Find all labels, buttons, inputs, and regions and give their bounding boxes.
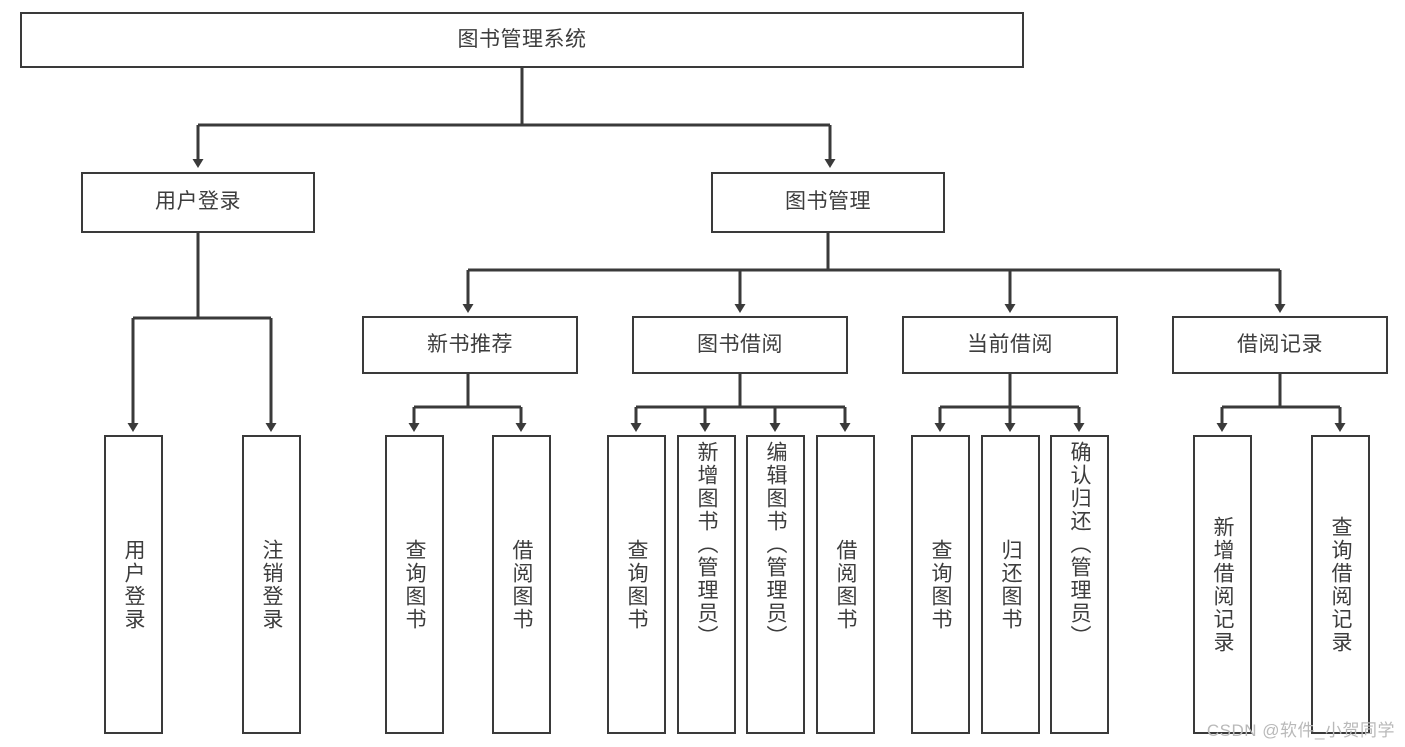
node-leaf-query-book-borrow-label: 查询图书: [625, 538, 648, 631]
node-leaf-add-book-admin[interactable]: 新增图书（管理员）: [677, 435, 736, 734]
node-leaf-user-login[interactable]: 用户登录: [104, 435, 163, 734]
node-leaf-borrow-book[interactable]: 借阅图书: [816, 435, 875, 734]
node-leaf-query-book-recommend[interactable]: 查询图书: [385, 435, 444, 734]
node-leaf-borrow-book-recommend[interactable]: 借阅图书: [492, 435, 551, 734]
node-current-borrow[interactable]: 当前借阅: [902, 316, 1118, 374]
node-book-borrow-label: 图书借阅: [697, 332, 783, 356]
node-leaf-query-book-borrow[interactable]: 查询图书: [607, 435, 666, 734]
node-new-book-recommend[interactable]: 新书推荐: [362, 316, 578, 374]
node-leaf-query-borrow-record-label: 查询借阅记录: [1329, 515, 1352, 654]
node-leaf-return-book[interactable]: 归还图书: [981, 435, 1040, 734]
node-leaf-add-borrow-record[interactable]: 新增借阅记录: [1193, 435, 1252, 734]
node-leaf-add-book-admin-label: 新增图书（管理员）: [695, 441, 718, 648]
node-leaf-confirm-return-admin-label: 确认归还（管理员）: [1068, 441, 1091, 648]
node-leaf-logout[interactable]: 注销登录: [242, 435, 301, 734]
node-leaf-return-book-label: 归还图书: [999, 538, 1022, 631]
node-leaf-logout-label: 注销登录: [260, 538, 283, 631]
node-book-management[interactable]: 图书管理: [711, 172, 945, 233]
node-leaf-borrow-book-label: 借阅图书: [834, 538, 857, 631]
node-root-system[interactable]: 图书管理系统: [20, 12, 1024, 68]
node-leaf-query-borrow-record[interactable]: 查询借阅记录: [1311, 435, 1370, 734]
node-root-system-label: 图书管理系统: [457, 27, 587, 51]
node-new-book-recommend-label: 新书推荐: [427, 332, 513, 356]
node-current-borrow-label: 当前借阅: [967, 332, 1053, 356]
node-book-management-label: 图书管理: [785, 190, 871, 214]
node-borrow-record-label: 借阅记录: [1237, 332, 1323, 356]
node-leaf-user-login-label: 用户登录: [122, 538, 145, 631]
node-leaf-edit-book-admin-label: 编辑图书（管理员）: [764, 441, 787, 648]
node-leaf-query-book-recommend-label: 查询图书: [403, 538, 426, 631]
node-user-login[interactable]: 用户登录: [81, 172, 315, 233]
node-user-login-label: 用户登录: [155, 190, 241, 214]
node-leaf-query-book-current-label: 查询图书: [929, 538, 952, 631]
node-leaf-edit-book-admin[interactable]: 编辑图书（管理员）: [746, 435, 805, 734]
node-book-borrow[interactable]: 图书借阅: [632, 316, 848, 374]
node-leaf-add-borrow-record-label: 新增借阅记录: [1211, 515, 1234, 654]
node-leaf-borrow-book-recommend-label: 借阅图书: [510, 538, 533, 631]
node-leaf-query-book-current[interactable]: 查询图书: [911, 435, 970, 734]
node-borrow-record[interactable]: 借阅记录: [1172, 316, 1388, 374]
node-leaf-confirm-return-admin[interactable]: 确认归还（管理员）: [1050, 435, 1109, 734]
